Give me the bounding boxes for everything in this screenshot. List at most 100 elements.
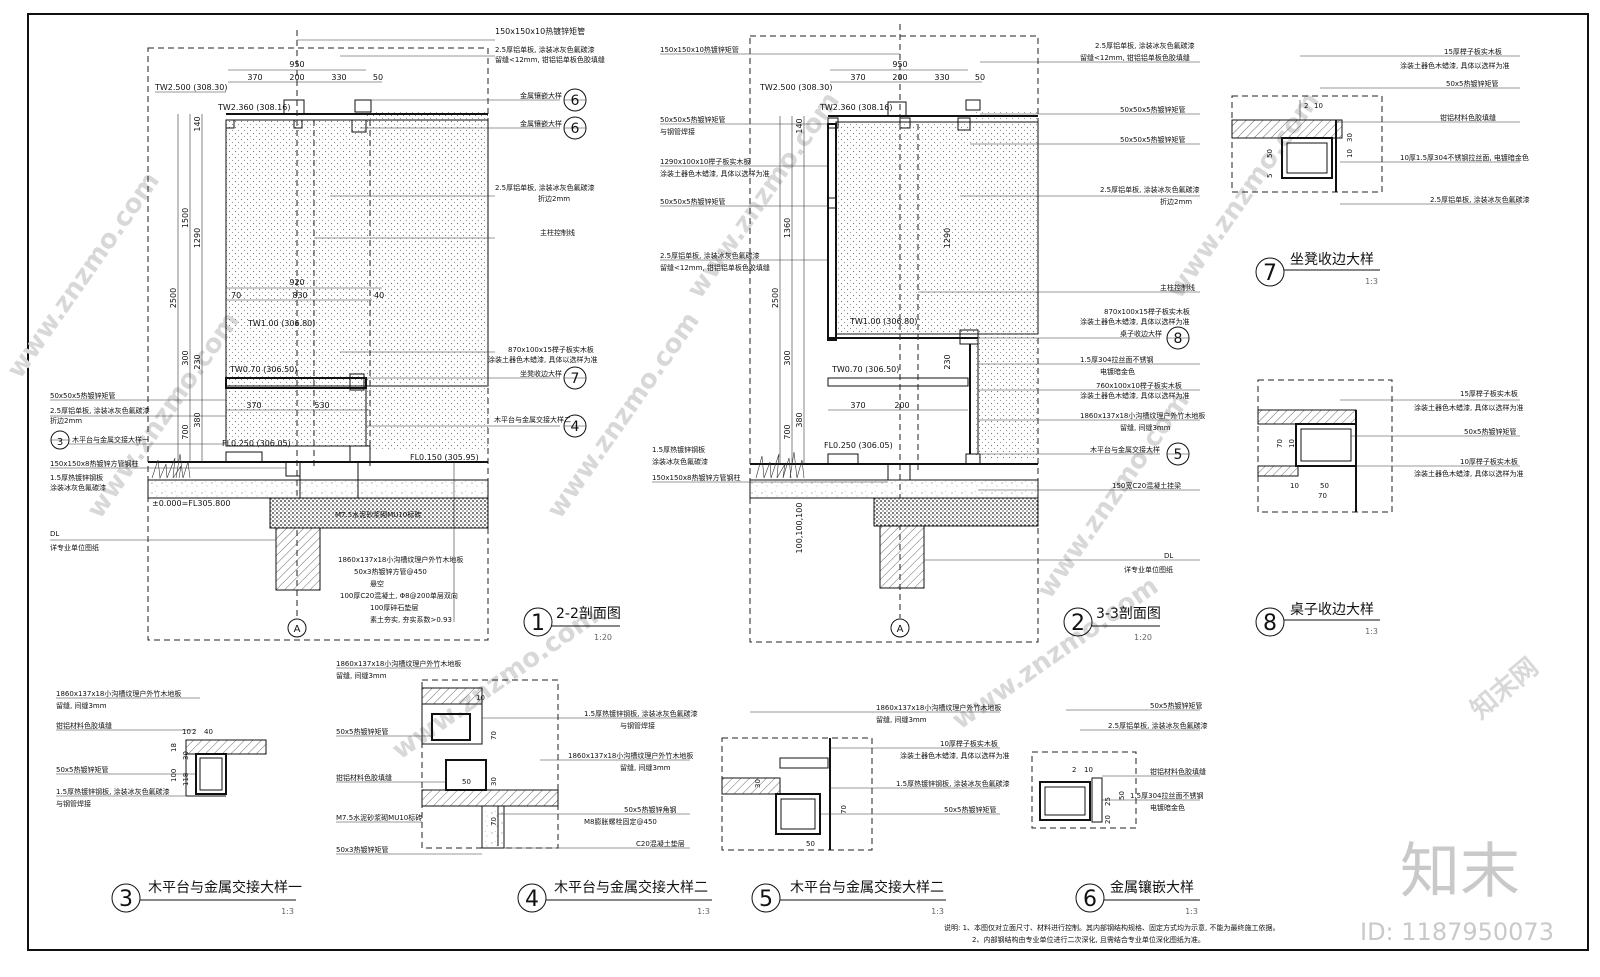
d5-label-4: 1.5厚热镀锌钢板, 涂装冰灰色氟碳漆 [896,779,1010,788]
d4-label-6: 留缝, 间缝3mm [620,763,671,772]
d6-label-2: 钳铝材料色胶填缝 [1150,767,1206,776]
dim-70: 70 [231,291,241,300]
detail5-number: 5 [759,887,773,912]
section-2-2: A 950 370 200 330 50 2500 1500 1290 140 … [50,26,621,642]
label-dl: DL [50,530,59,538]
d6-label-1: 2.5厚铝单板, 涂装冰灰色氟碳漆 [1108,721,1208,730]
section2-concrete [873,497,1039,527]
s2-dim-140: 140 [795,118,804,133]
d4-dim-70: 70 [490,731,498,740]
s2-dim-230: 230 [943,354,952,369]
detail3-title-block[interactable]: 3 木平台与金属交接大样一 1:3 [111,879,302,916]
d7-label-0: 15厚榉子板实木板 [1444,47,1502,56]
detail6-scale: 1:3 [1185,907,1198,916]
section1-axis-label: A [294,624,301,635]
detail7-number: 7 [1263,261,1277,286]
dim-370b: 370 [246,401,261,410]
label-void: 悬空 [370,579,384,588]
dim-330: 330 [331,73,346,82]
dim-1500: 1500 [181,208,190,228]
s2-label-alum-2: 2.5厚铝单板, 涂装冰灰色氟碳漆 [1100,185,1200,194]
detail5-scale: 1:3 [931,907,944,916]
section2-title-block[interactable]: 2 3-3剖面图 1:20 [1063,606,1161,642]
watermark-9: 知末网 [1465,652,1544,725]
dim-380: 380 [193,412,202,427]
detail6-title: 金属镶嵌大样 [1110,879,1194,896]
label-steel-paint: 涂装冰灰色氟碳漆 [50,483,106,492]
d3-dim-10: 10 [182,728,191,736]
s2-label-gap-left: 留缝<12mm, 钳铝铝单板色胶填缝 [660,263,770,272]
s2-label-table-detail: 桌子收边大样 [1120,329,1162,338]
s2-dim-330: 330 [934,73,949,82]
section1-callout-3[interactable]: 3 [50,430,70,450]
d7-dim-10b: 10 [1346,149,1354,158]
d7-label-2: 50x5热镀锌矩管 [1446,79,1499,88]
detail7-title-block[interactable]: 7 坐凳收边大样 1:3 [1255,252,1380,287]
section1-axis-bubble [287,618,307,638]
detail4-title-block[interactable]: 4 木平台与金属交接大样二 1:3 [517,879,712,916]
s2-label-pipe-50b: 50x50x5热镀锌矩管 [660,197,726,206]
detail6-title-block[interactable]: 6 金属镶嵌大样 1:3 [1075,879,1200,916]
label-bench-detail: 坐凳收边大样 [520,369,562,378]
d5-dim-50: 50 [806,840,815,848]
level-zero: ±0.000=FL305.800 [152,499,230,508]
label-alum-panel: 2.5厚铝单板, 涂装冰灰色氟碳漆 [495,45,595,54]
d3-dim-2: 2 [192,728,196,736]
d3-label-3: 50x5热镀锌矩管 [56,765,109,774]
d6-dim-10: 10 [1084,766,1093,774]
dim-50: 50 [373,73,383,82]
d6-label-0: 50x5热镀锌矩管 [1150,701,1203,710]
s2-label-top-pipe: 150x150x10热镀锌矩管 [660,45,739,54]
s2-dim-370: 370 [850,73,865,82]
section1-title-block[interactable]: 1 2-2剖面图 1:20 [523,606,621,642]
label-joist: 50x3热镀锌方管@450 [354,567,427,576]
detail4-number: 4 [525,887,539,912]
label-alum-3: 2.5厚铝单板, 涂装冰灰色氟碳漆 [50,406,150,415]
d4-label-5: 1860x137x18小沟槽纹理户外竹木地板 [568,751,693,760]
section1-callout-4[interactable]: 4 [563,414,587,438]
detail7-title: 坐凳收边大样 [1290,252,1374,268]
section2-axis-bubble [890,618,910,638]
dim-300: 300 [181,350,190,365]
level-fl1: FL0.250 (306.05) [222,439,291,448]
section1-lower-panel [225,385,367,447]
detail8-title: 桌子收边大样 [1290,602,1374,618]
s2-label-bench-board: 870x100x15榉子板实木板 [1104,307,1190,316]
label-steel-plate: 1.5厚热镀锌钢板 [50,473,103,482]
detail5-title-block[interactable]: 5 木平台与金属交接大样二 1:3 [751,879,946,916]
s2-label-board-1290: 1290x100x10榉子板实木板 [660,157,750,166]
section1-callout-6b[interactable]: 6 [563,116,587,140]
s2-dim-200: 200 [892,73,907,82]
callout-3-number: 3 [57,437,63,448]
d7-dim-10: 10 [1314,102,1323,110]
s2-dim-700: 700 [783,424,792,439]
d4-label-9: M8膨胀螺栓固定@450 [584,817,657,826]
label-gravel: 100厚碎石垫层 [370,603,418,612]
d5-label-3: 涂装土器色木蜡漆, 具体以选样为准 [900,751,1009,760]
detail8-title-block[interactable]: 8 桌子收边大样 1:3 [1255,602,1380,637]
section2-gravel [749,479,1039,499]
section2-bench-seat [827,377,969,387]
section1-callout-7[interactable]: 7 [563,366,587,390]
s2-label-board-paint: 涂装土器色木蜡漆, 具体以选样为准 [660,169,769,178]
label-bench-board: 870x100x15榉子板实木板 [508,345,594,354]
detail5-title: 木平台与金属交接大样二 [790,879,944,896]
d5-label-0: 1860x137x18小沟槽纹理户外竹木地板 [876,703,1001,712]
section1-callout-6a[interactable]: 6 [563,88,587,112]
d8-dim-10b: 10 [1290,482,1299,490]
detail3-number: 3 [119,887,133,912]
s2-label-board-760: 760x100x10榉子板实木板 [1096,381,1182,390]
d4-label-12: 50x3热镀锌矩管 [336,845,389,854]
d6-dim-25: 25 [1104,797,1112,806]
d3-dim-30: 30 [182,751,190,760]
dim-530: 530 [314,401,329,410]
level-tw1: TW2.500 (308.30) [154,83,227,92]
d8-label-4: 涂装土器色木蜡漆, 具体以选样为准 [1414,469,1523,478]
label-fold: 折边2mm [538,194,570,203]
detail4-title: 木平台与金属交接大样二 [554,879,708,896]
section2-callout-8[interactable]: 8 [1166,326,1190,350]
section2-callout-5[interactable]: 5 [1166,442,1190,466]
d4-label-10: M7.5水泥砂浆砌MU10标砖 [336,813,422,822]
d5-label-1: 留缝, 间缝3mm [876,715,927,724]
label-alum-2: 2.5厚铝单板, 涂装冰灰色氟碳漆 [495,183,595,192]
